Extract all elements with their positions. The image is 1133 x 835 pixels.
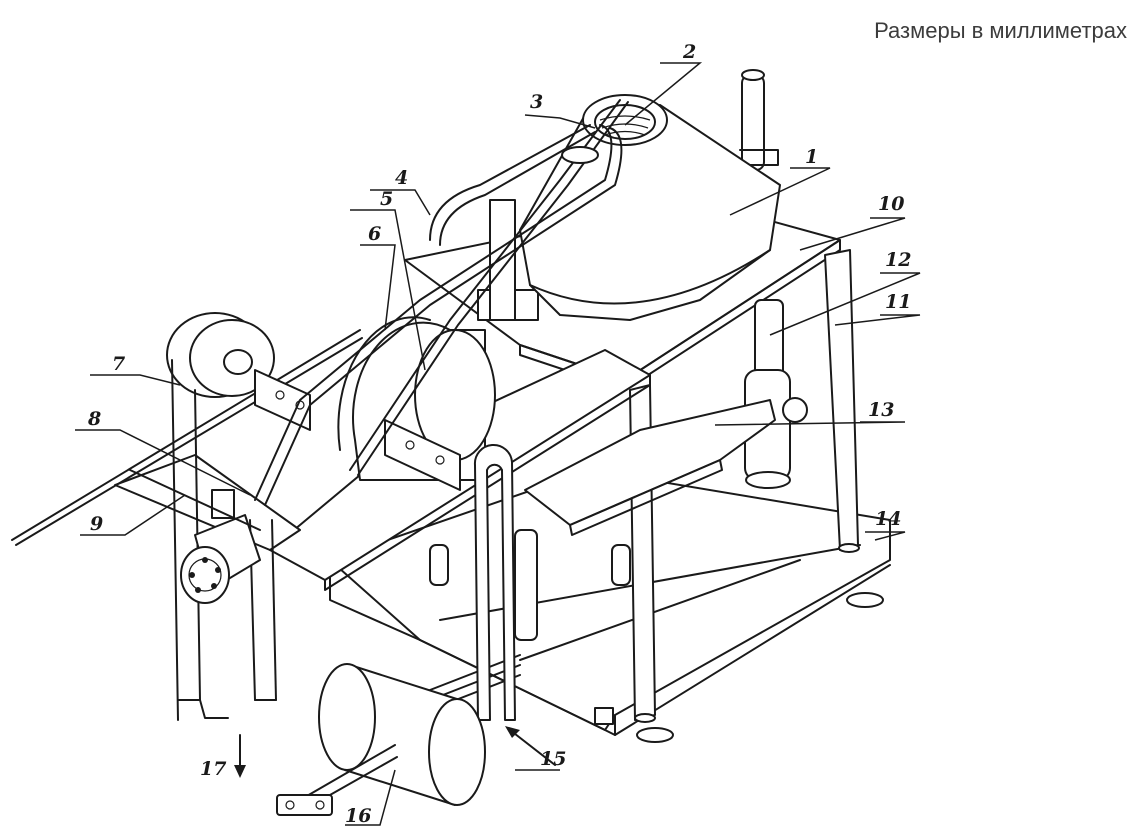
callout-10: 10 [878,193,904,215]
callout-14: 14 [875,508,901,530]
brackets [254,289,539,491]
leader-lines [75,62,921,826]
callout-13: 13 [868,399,894,421]
arrows [234,726,556,778]
callout-2: 2 [682,41,696,63]
vertical-cylinder [744,299,808,489]
callout-16: 16 [345,805,371,827]
long-shaft [11,329,363,546]
callout-17: 17 [200,758,226,780]
callout-15: 15 [540,748,566,770]
dimensions-caption: Размеры в миллиметрах [874,18,1127,43]
left-pulley [166,312,277,721]
callout-1: 1 [805,146,818,168]
small-motor [180,489,261,604]
pipes [254,99,629,506]
foreground-cylinder [276,663,486,816]
lower-plate [524,399,776,536]
callout-5: 5 [380,188,393,210]
callout-3: 3 [530,91,543,113]
callout-11: 11 [885,291,911,313]
callout-4: 4 [395,167,408,189]
vertical-belts [429,443,631,721]
support-column [489,69,779,321]
callout-9: 9 [90,513,103,535]
callout-8: 8 [87,408,101,430]
callout-labels: 1 2 3 4 5 6 7 8 9 10 11 12 13 14 15 16 1… [87,41,911,827]
callout-12: 12 [885,249,911,271]
callout-7: 7 [112,353,125,375]
callout-6: 6 [368,223,381,245]
